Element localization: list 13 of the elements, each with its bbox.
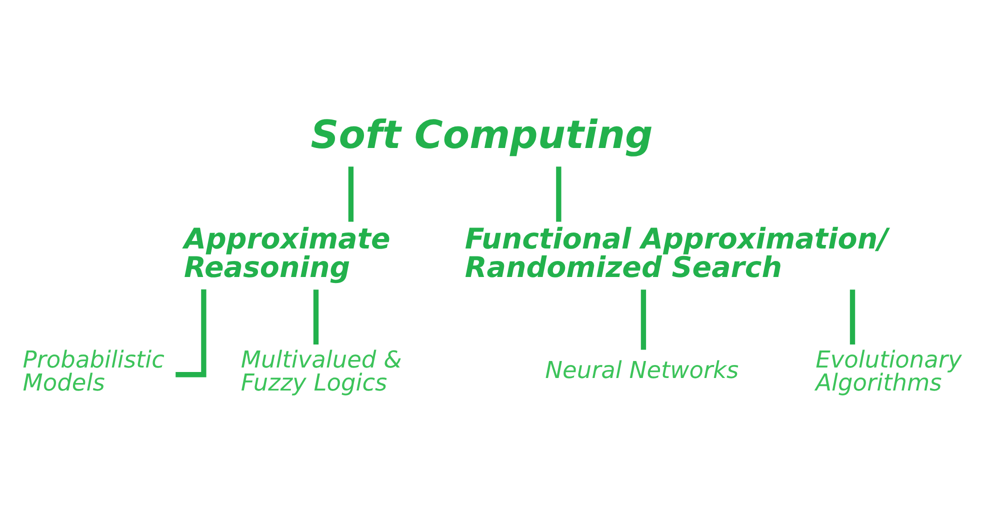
node-text: Soft Computing: [310, 112, 653, 158]
connector: [640, 289, 646, 350]
node-text: Evolutionary Algorithms: [816, 346, 962, 396]
node-text: Multivalued & Fuzzy Logics: [240, 346, 402, 396]
connector: [313, 289, 319, 344]
connector: [176, 288, 206, 377]
node-text: Approximate Reasoning: [184, 222, 390, 284]
connector: [348, 166, 354, 222]
connector: [556, 166, 562, 222]
node-text: Neural Networks: [545, 356, 739, 384]
connector: [850, 289, 856, 344]
node-text: Functional Approximation/ Randomized Search: [464, 222, 888, 284]
node-text: Probabilistic Models: [22, 346, 164, 396]
